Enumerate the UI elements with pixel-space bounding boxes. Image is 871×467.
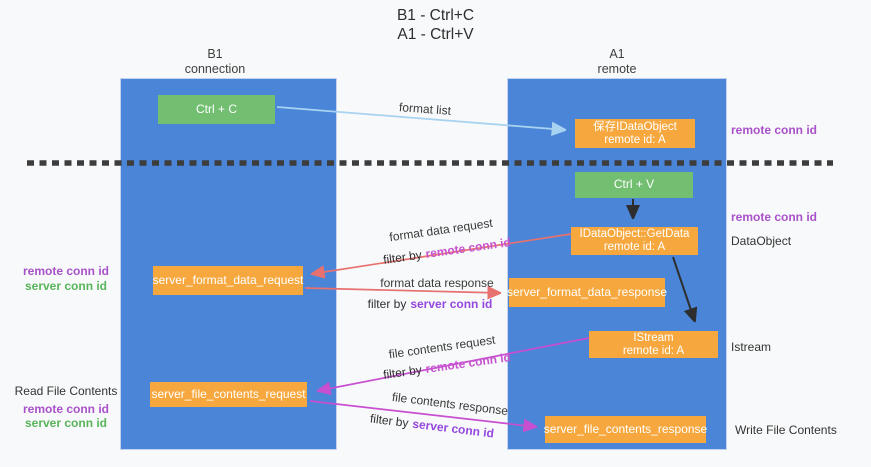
server-file-contents-request-label: server_file_contents_request (151, 386, 306, 401)
getdata-line1: IDataObject::GetData (579, 228, 690, 240)
left-server-conn-id-label: server conn id (24, 279, 108, 293)
lifeline-a1-role: remote (597, 62, 637, 76)
file-contents-response-label: file contents response (391, 389, 509, 419)
getdata-line2: remote id: A (603, 241, 666, 253)
istream-line1: IStream (633, 331, 674, 344)
server-file-contents-request-box: server_file_contents_request (150, 382, 307, 407)
lifeline-header-b1: B1 connection (120, 47, 310, 77)
dataobject-label: DataObject (731, 234, 792, 248)
filter-by-text: filter by (382, 247, 423, 267)
write-file-contents-label: Write File Contents (735, 423, 837, 437)
right-remote-conn-id-label-2: remote conn id (731, 210, 818, 224)
remote-conn-id-key: remote conn id (424, 235, 512, 261)
title-line-1: B1 - Ctrl+C (396, 7, 475, 24)
server-format-data-response-box: server_format_data_response (506, 278, 668, 307)
filter-by-text: filter by (367, 297, 407, 311)
lifeline-header-a1: A1 remote (507, 47, 727, 77)
istream-margin-label: Istream (731, 340, 772, 354)
server-conn-id-key: server conn id (411, 416, 495, 441)
idataobject-getdata-box: IDataObject::GetData remote id: A (571, 227, 698, 255)
read-file-contents-label: Read File Contents (14, 384, 118, 398)
save-dataobject-line1: 保存IDataObject (593, 120, 677, 133)
istream-box: IStream remote id: A (589, 331, 718, 358)
server-conn-id-key: server conn id (410, 297, 493, 311)
ctrl-c-label: Ctrl + C (195, 101, 237, 116)
left-remote-conn-id-label-2: remote conn id (22, 402, 109, 416)
save-dataobject-line2: remote id: A (604, 133, 666, 146)
server-file-contents-response-label: server_file_contents_response (543, 421, 708, 436)
lifeline-b1-role: connection (184, 62, 246, 76)
ctrl-v-action-box: Ctrl + V (575, 172, 693, 198)
left-server-conn-id-label-2: server conn id (24, 416, 108, 430)
left-remote-conn-id-label: remote conn id (22, 264, 109, 278)
filter-by-text: filter by (369, 411, 410, 431)
server-format-data-response-label: server_format_data_response (506, 284, 668, 299)
right-remote-conn-id-label: remote conn id (731, 123, 818, 137)
diagram-title: B1 - Ctrl+C A1 - Ctrl+V (0, 6, 871, 44)
istream-line2: remote id: A (622, 344, 685, 357)
server-format-data-request-box: server_format_data_request (153, 266, 303, 295)
format-list-label: format list (398, 100, 452, 118)
ctrl-c-action-box: Ctrl + C (158, 95, 275, 124)
lifeline-a1-name: A1 (609, 47, 625, 61)
ctrl-v-label: Ctrl + V (613, 177, 655, 192)
server-file-contents-response-box: server_file_contents_response (543, 416, 708, 443)
title-line-2: A1 - Ctrl+V (397, 26, 474, 43)
format-data-response-label: format data response (380, 276, 494, 290)
server-format-data-request-label: server_format_data_request (152, 272, 304, 287)
filter-by-text: filter by (382, 362, 423, 382)
save-dataobject-box: 保存IDataObject remote id: A (575, 119, 695, 148)
lifeline-b1-name: B1 (207, 47, 223, 61)
